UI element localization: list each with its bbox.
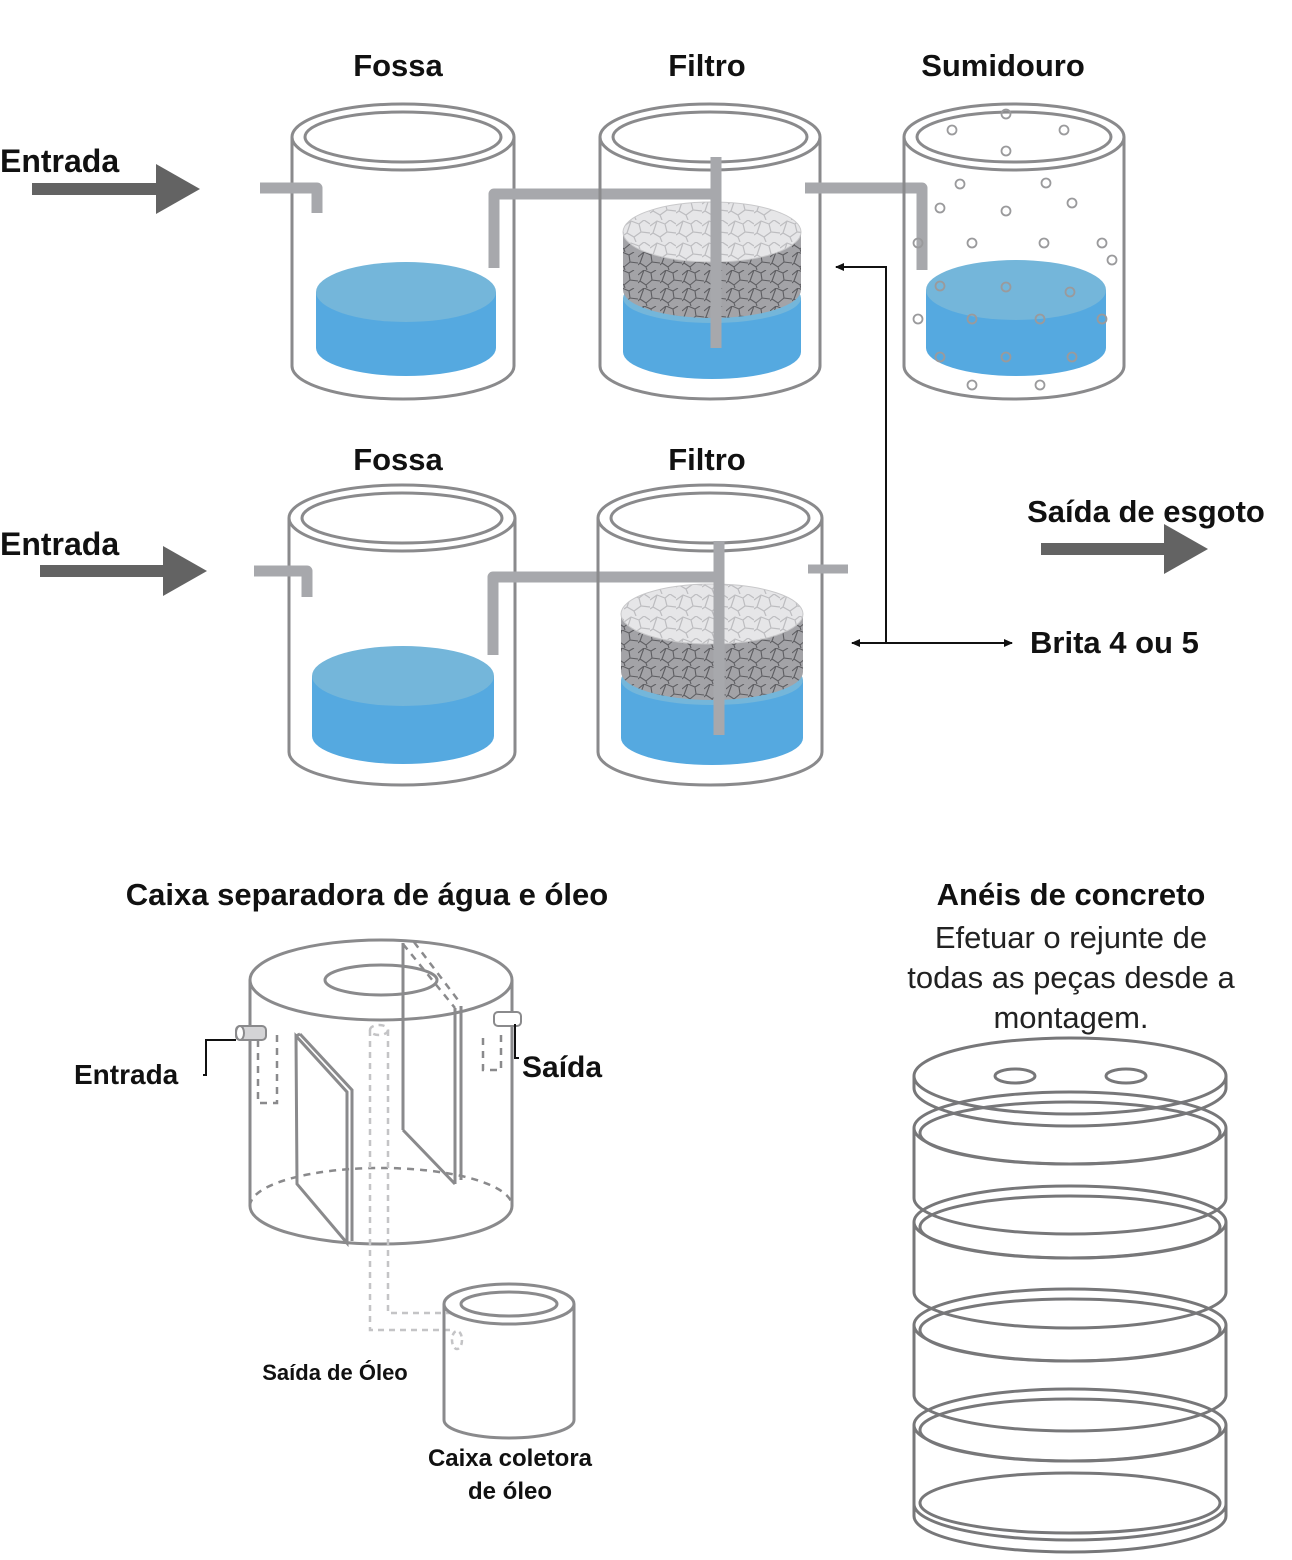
separator-diagram: Caixa separadora de água e óleo (74, 877, 608, 1505)
concrete-ring-2 (912, 1184, 1228, 1330)
concrete-ring-1 (912, 1090, 1228, 1236)
inlet-pipe-2 (254, 565, 313, 597)
label-fossa-1: Fossa (353, 48, 443, 83)
separator-title: Caixa separadora de água e óleo (126, 877, 608, 912)
rings-title: Anéis de concreto (937, 877, 1206, 912)
entrada-arrow-icon (40, 546, 207, 596)
separator-saida-oleo: Saída de Óleo (262, 1360, 408, 1385)
rings-diagram: Anéis de concreto Efetuar o rejunte de t… (907, 877, 1235, 1554)
inlet-pipe-1 (260, 182, 323, 213)
label-filtro-1: Filtro (668, 48, 746, 83)
filtro-tank-1 (598, 102, 928, 401)
perforation-holes (912, 108, 1118, 391)
water-sumidouro (926, 260, 1106, 376)
label-brita: Brita 4 ou 5 (1030, 625, 1199, 660)
concrete-ring-4 (912, 1387, 1228, 1554)
rings-note-2: todas as peças desde a (907, 960, 1235, 995)
rings-note-1: Efetuar o rejunte de (935, 920, 1207, 955)
label-entrada-2: Entrada (0, 526, 119, 562)
system2: Fossa Filtro Entrada (0, 442, 1265, 787)
oil-collector-box (442, 1282, 576, 1440)
label-entrada-1: Entrada (0, 143, 119, 179)
collector-label-1: Caixa coletora (428, 1445, 593, 1472)
separator-cylinder (235, 938, 522, 1332)
separator-entrada: Entrada (74, 1059, 179, 1090)
fossa-tank-2 (254, 483, 720, 787)
label-fossa-2: Fossa (353, 442, 443, 477)
rings-note-3: montagem. (993, 1000, 1148, 1035)
separator-saida: Saída (522, 1051, 602, 1084)
saida-arrow-icon (1041, 524, 1208, 574)
filtro-tank-2 (596, 483, 848, 787)
brita-layer-2 (620, 583, 804, 700)
brita-leader (835, 263, 1013, 647)
label-sumidouro: Sumidouro (921, 48, 1085, 83)
connect-pipe-1 (488, 188, 717, 268)
water-fossa-2 (312, 646, 494, 764)
water-fossa-1 (316, 262, 496, 376)
system1: Fossa Filtro Sumidouro Entrada (0, 48, 1126, 401)
fossa-tank-1 (260, 102, 717, 401)
label-saida-esgoto: Saída de esgoto (1027, 494, 1265, 529)
entrada-arrow-icon (32, 164, 200, 214)
connect-pipe-2 (487, 571, 720, 655)
sumidouro-tank (902, 102, 1126, 401)
label-filtro-2: Filtro (668, 442, 746, 477)
collector-label-2: de óleo (468, 1478, 552, 1505)
concrete-lid (912, 1036, 1228, 1128)
